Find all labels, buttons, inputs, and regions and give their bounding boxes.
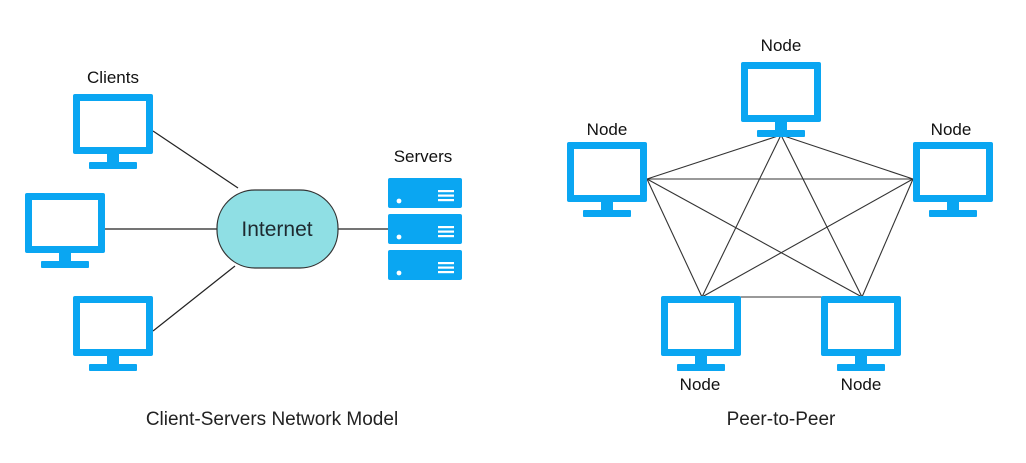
client-monitor-icon bbox=[25, 193, 105, 268]
servers-label: Servers bbox=[394, 147, 453, 166]
node-label: Node bbox=[587, 120, 628, 139]
peer-to-peer-section: Node Node Node Node Node Peer-to-Peer bbox=[567, 36, 993, 430]
client-monitor-icon bbox=[73, 296, 153, 371]
link-client-3 bbox=[152, 265, 236, 332]
node-monitor-icon bbox=[821, 296, 901, 371]
client-server-caption: Client-Servers Network Model bbox=[146, 409, 398, 430]
p2p-mesh-links bbox=[646, 134, 914, 298]
internet-cloud bbox=[216, 189, 339, 269]
node-label: Node bbox=[841, 375, 882, 394]
clients-label: Clients bbox=[87, 68, 139, 87]
server-rack-icon bbox=[388, 178, 462, 280]
internet-label: Internet bbox=[241, 218, 312, 241]
client-monitor-icon bbox=[73, 94, 153, 169]
link-client-1 bbox=[152, 130, 239, 189]
client-server-section: Internet Clients Servers Client-Servers … bbox=[25, 68, 462, 430]
node-monitor-icon bbox=[661, 296, 741, 371]
node-label: Node bbox=[680, 375, 721, 394]
peer-to-peer-caption: Peer-to-Peer bbox=[727, 409, 836, 430]
node-label: Node bbox=[931, 120, 972, 139]
node-monitor-icon bbox=[741, 62, 821, 137]
node-monitor-icon bbox=[913, 142, 993, 217]
node-label: Node bbox=[761, 36, 802, 55]
node-monitor-icon bbox=[567, 142, 647, 217]
